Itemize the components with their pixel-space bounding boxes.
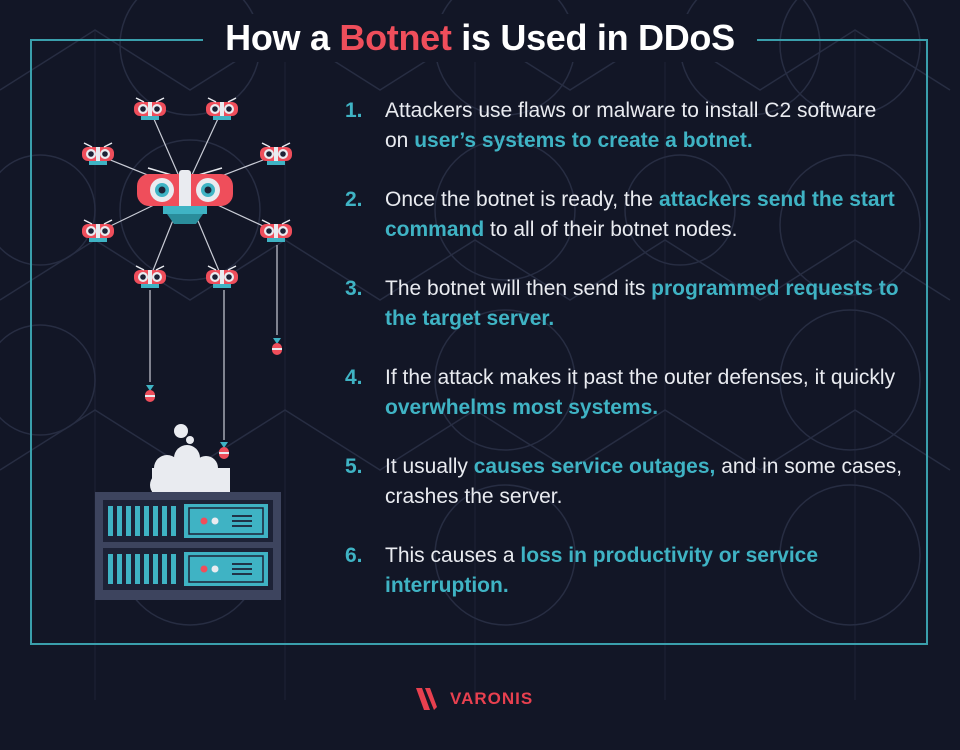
step-text: It usually xyxy=(385,455,474,478)
step-item: 6. This causes a loss in productivity or … xyxy=(345,541,905,601)
step-highlight-text: loss in productivity or service interrup… xyxy=(385,544,819,597)
step-number: 4. xyxy=(345,366,363,389)
step-highlight-text: programmed requests to the target server… xyxy=(385,277,899,330)
step-item: 5. It usually causes service outages, and… xyxy=(345,452,905,512)
step-text: The botnet will then send its xyxy=(385,277,652,300)
step-highlight-text: attackers send the start command xyxy=(385,188,895,241)
step-text: Attackers use flaws or malware to instal… xyxy=(385,99,877,152)
title-after: is Used in DDoS xyxy=(451,17,735,58)
varonis-logo: VARONIS xyxy=(416,686,533,712)
step-item: 4. If the attack makes it past the outer … xyxy=(345,363,905,423)
step-item: 2. Once the botnet is ready, the attacker… xyxy=(345,185,905,245)
logo-text: VARONIS xyxy=(450,689,534,708)
steps-list: 1. Attackers use flaws or malware to inst… xyxy=(345,96,905,630)
varonis-logo-icon xyxy=(416,688,437,710)
step-number: 3. xyxy=(345,277,363,300)
step-highlight-text: overwhelms most systems. xyxy=(385,396,659,419)
title-wrapper: How a Botnet is Used in DDoS xyxy=(0,14,960,62)
title-before: How a xyxy=(225,17,340,58)
step-highlight-text: causes service outages, xyxy=(473,455,716,478)
step-number: 5. xyxy=(345,455,363,478)
title-highlight: Botnet xyxy=(339,17,452,58)
step-text: and in some cases, crashes the server. xyxy=(385,455,903,508)
step-number: 2. xyxy=(345,188,363,211)
step-text: Once the botnet is ready, the xyxy=(385,188,659,211)
step-number: 1. xyxy=(345,99,363,122)
step-text: If the attack makes it past the outer de… xyxy=(385,366,896,389)
step-item: 1. Attackers use flaws or malware to inst… xyxy=(345,96,905,156)
step-text: to all of their botnet nodes. xyxy=(484,218,738,241)
step-item: 3. The botnet will then send its programm… xyxy=(345,274,905,334)
step-highlight-text: user’s systems to create a botnet. xyxy=(414,129,753,152)
page-title: How a Botnet is Used in DDoS xyxy=(203,14,757,62)
botnet-illustration xyxy=(81,97,293,600)
step-number: 6. xyxy=(345,544,363,567)
step-text: This causes a xyxy=(385,544,521,567)
